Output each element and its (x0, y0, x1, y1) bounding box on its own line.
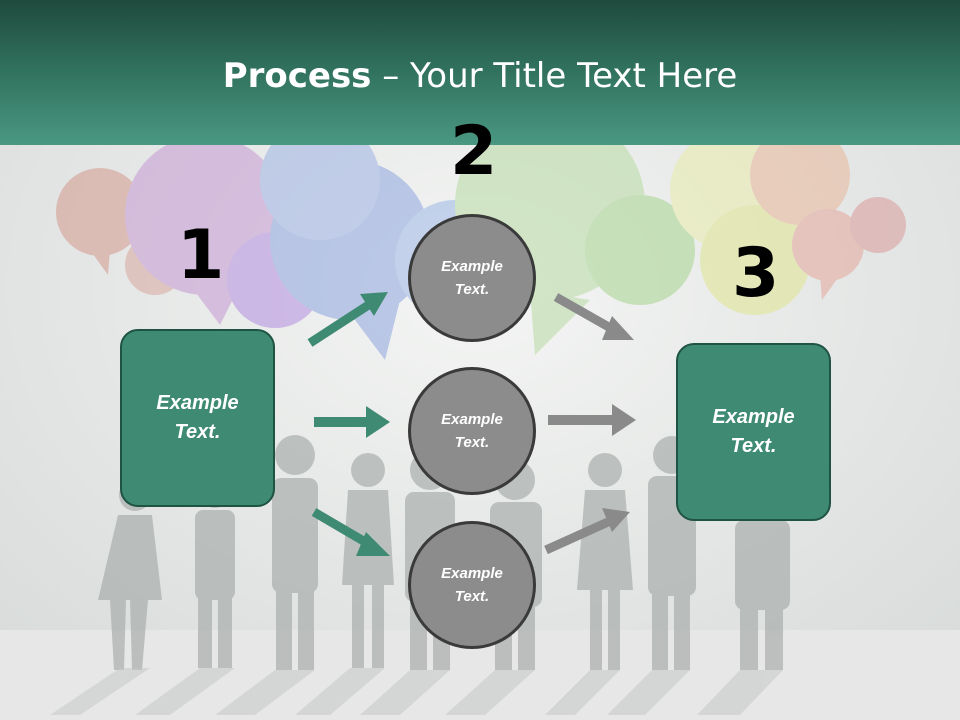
arrow-left-to-top (307, 292, 388, 347)
step-number-1: 1 (177, 216, 225, 295)
title-bold: Process (222, 56, 372, 96)
right-process-box: Example Text. (676, 343, 831, 521)
middle-circle-text: Example Text. (441, 411, 503, 451)
left-process-box: Example Text. (120, 329, 275, 507)
middle-process-circle: Example Text. (408, 367, 536, 495)
arrow-left-to-bottom (311, 508, 390, 556)
arrow-top-to-right (553, 293, 634, 340)
step-number-2: 2 (450, 112, 498, 191)
bottom-process-circle: Example Text. (408, 521, 536, 649)
title-banner (0, 0, 960, 145)
floor-shadows (50, 668, 783, 715)
arrow-bottom-to-right (544, 508, 630, 555)
left-box-text: Example Text. (156, 392, 239, 443)
arrow-left-to-middle (314, 406, 390, 438)
speech-bubbles (56, 110, 906, 360)
arrow-middle-to-right (548, 404, 636, 436)
right-box-text: Example Text. (712, 406, 795, 457)
top-circle-text: Example Text. (441, 258, 503, 298)
top-process-circle: Example Text. (408, 214, 536, 342)
slide-title: Process – Your Title Text Here (0, 56, 960, 96)
step-number-3: 3 (732, 234, 780, 313)
title-rest: – Your Title Text Here (371, 56, 738, 96)
bottom-circle-text: Example Text. (441, 565, 503, 605)
